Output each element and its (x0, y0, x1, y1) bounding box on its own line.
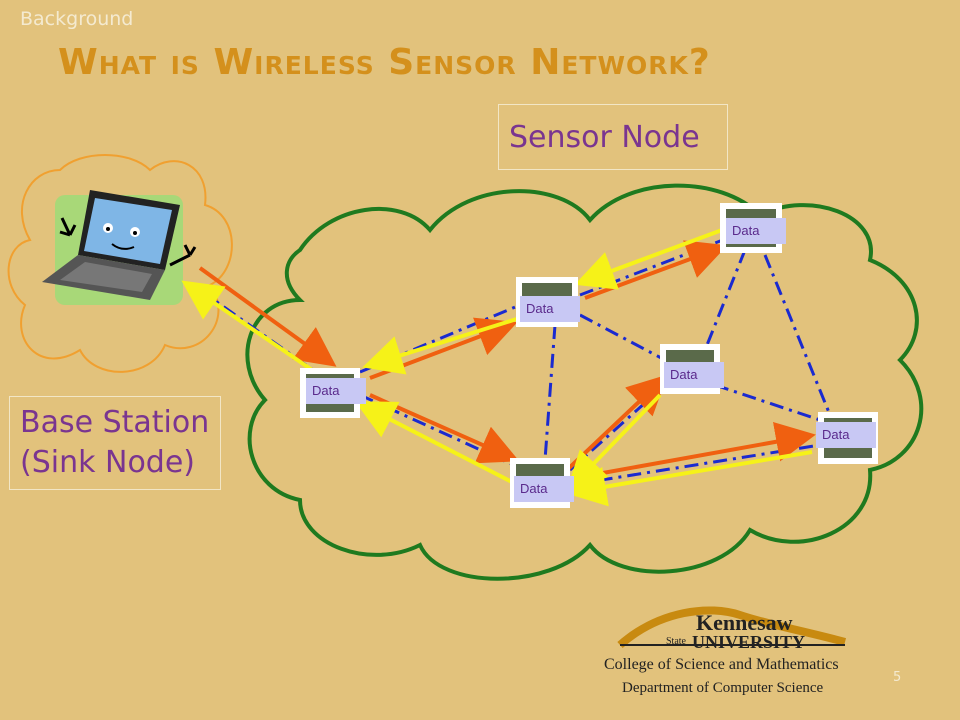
base-station-label-line1: Base Station (20, 405, 210, 440)
data-tag: Data (306, 378, 366, 404)
base-station-label: Base Station (Sink Node) (9, 396, 221, 490)
data-tag: Data (514, 476, 574, 502)
sensor-node-label: Sensor Node (498, 104, 728, 170)
return-arrows (181, 228, 813, 507)
data-tag: Data (520, 296, 580, 322)
data-tag: Data (726, 218, 786, 244)
section-label: Background (20, 8, 134, 30)
base-station-label-line2: (Sink Node) (20, 445, 196, 480)
department-name: Department of Computer Science (622, 680, 824, 696)
logo-wordmark-bottom: UNIVERSITY (692, 632, 805, 652)
logo-wordmark-top: Kennesaw (696, 610, 793, 635)
university-logo: Kennesaw State UNIVERSITY College of Sci… (600, 600, 860, 710)
laptop-icon (42, 190, 197, 305)
mountain-logo-icon: Kennesaw State UNIVERSITY (617, 606, 847, 652)
data-tag: Data (664, 362, 724, 388)
college-name: College of Science and Mathematics (604, 656, 839, 673)
data-tag: Data (816, 422, 876, 448)
slide-title: What is Wireless Sensor Network? (58, 42, 711, 83)
page-number: 5 (893, 670, 902, 685)
sensor-network-cloud (245, 183, 924, 581)
logo-wordmark-state: State (666, 636, 687, 647)
